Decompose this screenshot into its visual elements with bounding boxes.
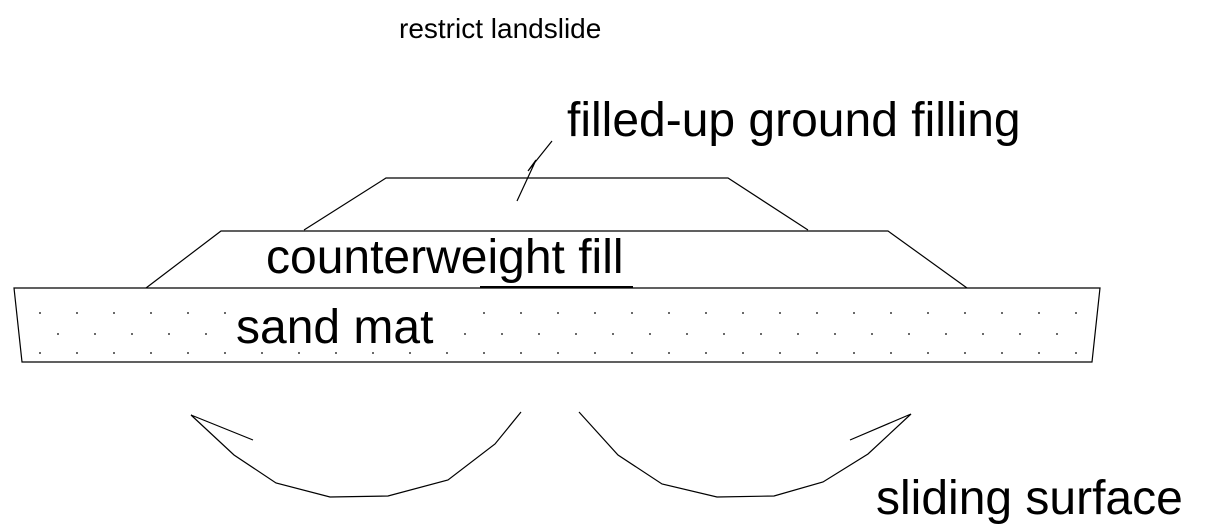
sand-dot xyxy=(816,352,818,354)
sand-mat-outline xyxy=(13,287,1101,363)
sand-dot xyxy=(483,352,485,354)
sand-dot xyxy=(501,333,503,335)
sand-dot xyxy=(372,352,374,354)
sand-dot xyxy=(871,333,873,335)
filled-up-label: filled-up ground filling xyxy=(567,94,1021,147)
sand-dot xyxy=(594,352,596,354)
sand-dot xyxy=(1001,352,1003,354)
sand-dot xyxy=(1075,352,1077,354)
left-sliding-arc xyxy=(190,411,522,498)
sand-dot xyxy=(1075,312,1077,314)
sand-dot xyxy=(668,312,670,314)
sand-dot xyxy=(298,352,300,354)
sand-dot xyxy=(261,352,263,354)
sand-dot xyxy=(797,333,799,335)
sand-dot xyxy=(76,312,78,314)
sand-dot xyxy=(409,352,411,354)
sand-dot xyxy=(538,333,540,335)
sand-dot xyxy=(612,333,614,335)
sand-dot xyxy=(168,333,170,335)
diagram-title: restrict landslide xyxy=(399,13,601,44)
sand-dot xyxy=(39,312,41,314)
sand-dot xyxy=(520,312,522,314)
sand-dot xyxy=(853,352,855,354)
sand-dot xyxy=(686,333,688,335)
sand-dot xyxy=(890,352,892,354)
sand-dot xyxy=(594,312,596,314)
sand-dot xyxy=(742,312,744,314)
sand-dot xyxy=(927,312,929,314)
sand-dot xyxy=(224,352,226,354)
sand-dot xyxy=(224,312,226,314)
sand-dot xyxy=(94,333,96,335)
sand-dot xyxy=(1038,312,1040,314)
sand-dot xyxy=(779,352,781,354)
sand-dot xyxy=(649,333,651,335)
sand-dot xyxy=(945,333,947,335)
sand-dot xyxy=(964,352,966,354)
sand-dot xyxy=(131,333,133,335)
sand-dot xyxy=(57,333,59,335)
filled-up-leader-line xyxy=(516,140,553,202)
sand-dot xyxy=(631,352,633,354)
counterweight-fill-outline xyxy=(145,230,968,289)
sand-dot xyxy=(705,352,707,354)
sand-dot xyxy=(908,333,910,335)
counterweight-label: counterweight fill xyxy=(266,231,624,284)
sand-dot xyxy=(113,312,115,314)
sand-dot xyxy=(834,333,836,335)
sand-mat-dots xyxy=(39,312,1077,354)
sand-dot xyxy=(335,352,337,354)
right-sliding-arc xyxy=(578,411,912,498)
sliding-surface-label: sliding surface xyxy=(876,472,1183,525)
sand-dot xyxy=(520,352,522,354)
sand-dot xyxy=(853,312,855,314)
sand-dot xyxy=(742,352,744,354)
sand-dot xyxy=(1001,312,1003,314)
sand-dot xyxy=(557,352,559,354)
sand-dot xyxy=(113,352,115,354)
sand-dot xyxy=(483,312,485,314)
sand-dot xyxy=(557,312,559,314)
sand-dot xyxy=(982,333,984,335)
sand-dot xyxy=(631,312,633,314)
sand-dot xyxy=(150,352,152,354)
sand-dot xyxy=(927,352,929,354)
sand-dot xyxy=(205,333,207,335)
sand-dot xyxy=(1019,333,1021,335)
sand-dot xyxy=(187,352,189,354)
sand-dot xyxy=(76,352,78,354)
sand-dot xyxy=(150,312,152,314)
filled-up-ground-outline xyxy=(303,177,809,231)
sand-dot xyxy=(890,312,892,314)
sand-dot xyxy=(816,312,818,314)
sand-mat-label: sand mat xyxy=(236,301,433,354)
sand-dot xyxy=(1038,352,1040,354)
sand-dot xyxy=(1056,333,1058,335)
sand-dot xyxy=(187,312,189,314)
sand-dot xyxy=(779,312,781,314)
sand-dot xyxy=(464,333,466,335)
sand-dot xyxy=(723,333,725,335)
sand-dot xyxy=(575,333,577,335)
sand-dot xyxy=(668,352,670,354)
sand-dot xyxy=(964,312,966,314)
sand-dot xyxy=(39,352,41,354)
sand-dot xyxy=(705,312,707,314)
sand-dot xyxy=(446,352,448,354)
sand-dot xyxy=(760,333,762,335)
